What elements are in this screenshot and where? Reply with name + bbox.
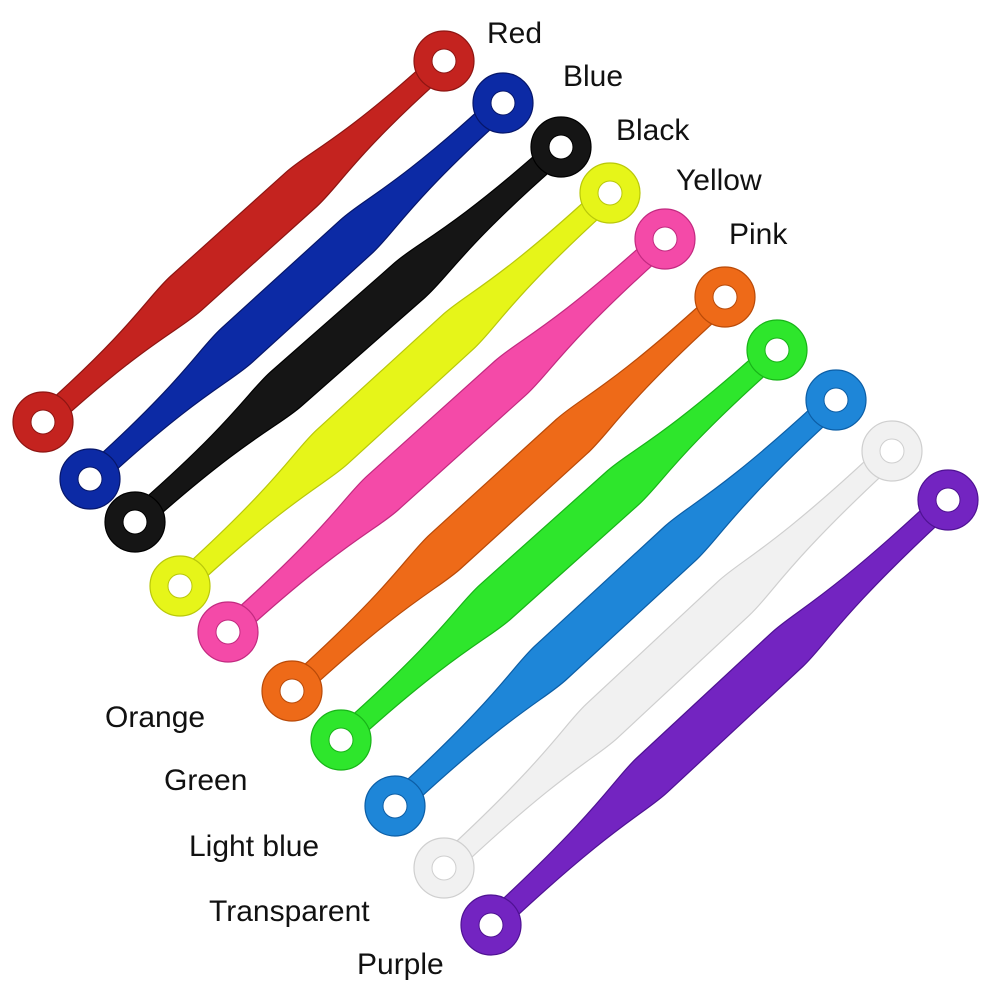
label-blue: Blue bbox=[563, 60, 624, 93]
strap-hole bbox=[382, 793, 408, 819]
strap-hole bbox=[77, 466, 103, 492]
strap-light-blue bbox=[364, 369, 867, 837]
label-light-blue: Light blue bbox=[189, 830, 320, 863]
strap-hole bbox=[30, 409, 56, 435]
strap-blue bbox=[59, 72, 534, 510]
strap-hole bbox=[431, 48, 457, 74]
strap-hole bbox=[490, 90, 516, 116]
strap-hole bbox=[935, 487, 961, 513]
label-purple: Purple bbox=[357, 948, 444, 981]
label-yellow: Yellow bbox=[676, 164, 762, 197]
strap-red bbox=[12, 30, 475, 453]
label-pink: Pink bbox=[729, 218, 788, 251]
strap-hole bbox=[167, 573, 193, 599]
strap-orange bbox=[261, 266, 756, 722]
label-black: Black bbox=[616, 114, 690, 147]
strap-green bbox=[310, 319, 808, 771]
strap-hole bbox=[328, 727, 354, 753]
strap-hole bbox=[652, 226, 678, 252]
strap-hole bbox=[823, 387, 849, 413]
strap-hole bbox=[712, 284, 738, 310]
strap-transparent bbox=[413, 420, 923, 899]
strap-hole bbox=[215, 619, 241, 645]
strap-hole bbox=[279, 678, 305, 704]
strap-hole bbox=[597, 180, 623, 206]
strap-pink bbox=[197, 208, 696, 663]
strap-hole bbox=[879, 438, 905, 464]
strap-hole bbox=[122, 509, 148, 535]
strap-purple bbox=[460, 469, 979, 956]
strap-hole bbox=[764, 337, 790, 363]
strap-black bbox=[104, 116, 592, 553]
strap-hole bbox=[431, 855, 457, 881]
label-transparent: Transparent bbox=[209, 895, 370, 928]
strap-hole bbox=[548, 134, 574, 160]
label-red: Red bbox=[487, 17, 543, 50]
strap-yellow bbox=[149, 162, 641, 617]
strap-hole bbox=[478, 912, 504, 938]
label-green: Green bbox=[164, 764, 248, 797]
label-orange: Orange bbox=[105, 701, 206, 734]
